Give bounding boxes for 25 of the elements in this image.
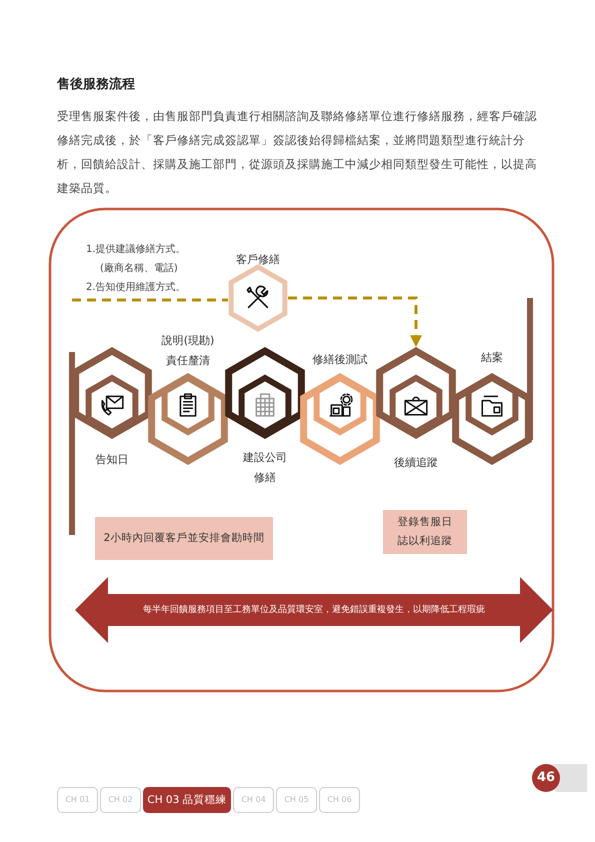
chapter-tab: CH 05 <box>276 787 317 813</box>
note-card <box>383 510 467 554</box>
note-text: 2.告知使用維護方式。 <box>86 280 187 295</box>
chapter-tab: CH 01 <box>57 787 98 813</box>
chapter-tab: CH 04 <box>233 787 274 813</box>
note-text: 2小時內回覆客戶並安排會勘時間 <box>102 531 266 546</box>
dashed-arrow <box>288 296 422 348</box>
step-label: 建設公司修繕 <box>242 450 288 486</box>
step-label: 說明(現勘)責任釐清 <box>160 333 216 369</box>
note-text: 登錄售服日誌以利追蹤 <box>396 515 454 549</box>
step-label: 結案 <box>480 350 504 366</box>
chapter-tab: CH 06 <box>319 787 360 813</box>
step-label: 客戶修繕 <box>235 252 281 268</box>
page-title: 售後服務流程 <box>57 76 135 93</box>
chapter-tab: CH 02 <box>100 787 141 813</box>
step-label: 後續追蹤 <box>393 455 439 471</box>
step-label: 修繕後測試 <box>312 352 368 368</box>
note-text: (廠商名稱、電話) <box>100 262 179 276</box>
step-label: 告知日 <box>94 452 130 468</box>
chapter-tab-active: CH 03 品質穩練 <box>143 787 231 813</box>
note-card <box>95 517 273 560</box>
intro-paragraph: 受理售服案件後，由售服部門負責進行相關諮詢及聯絡修繕單位進行修繕服務，經客戶確認修繕完成後，於「客戶修繕完成簽認單」簽認後始得歸檔結案，並將問題類型進行統計分析，回饋給設計、採購及施工部門，從源頭及採購施工中減少相同類型發生可能性，以提高建築品質。 <box>57 108 538 197</box>
page-number: 46 <box>532 764 560 792</box>
banner-text: 每半年回饋服務項目至工務單位及品質環安室，避免錯誤重複發生，以期降低工程瑕疵 <box>142 604 486 617</box>
note-text: 1.提供建議修繕方式。 <box>86 242 187 257</box>
